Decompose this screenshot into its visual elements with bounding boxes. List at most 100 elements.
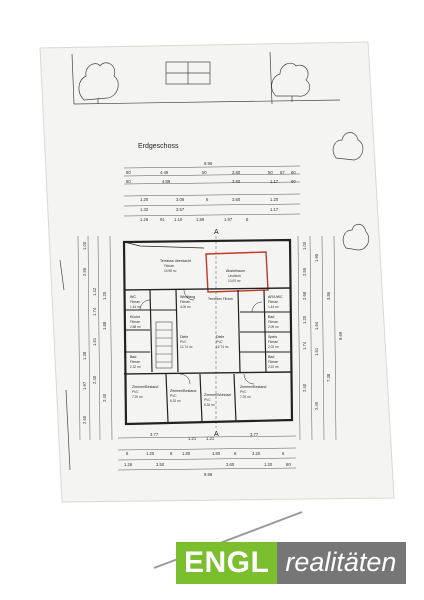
plan-label: 10.00 m² (228, 279, 241, 283)
room-windfang: Windfang Fliesen 4.00 m² (180, 295, 195, 309)
tree-icon (271, 62, 310, 97)
plan-label: 3.80 (232, 179, 241, 184)
plan-label: 2.68 (302, 291, 307, 300)
plan-label: 1.80 (212, 451, 221, 456)
plan-label: 60 (126, 170, 131, 175)
plan-label: 2.02 m² (268, 345, 279, 349)
top-dim-row-3: 1.20 3.06 6 3.60 1.20 (140, 197, 279, 202)
plan-label: 1.80 (182, 451, 191, 456)
plan-label: 1.26 (124, 462, 133, 467)
plan-label: Terrassen Fliesen (208, 297, 233, 301)
tree-icon (332, 132, 364, 161)
plan-label: 1.42 (92, 287, 97, 296)
plan-label: 2.40 (102, 393, 107, 402)
plan-label: 1.20 (102, 291, 107, 300)
top-dimensions (123, 165, 301, 217)
plan-label: 14.98 m² (164, 269, 177, 273)
section-mark-bottom: A (214, 431, 219, 438)
plan-label: 4.89 (162, 179, 171, 184)
section-mark-top: A (214, 229, 219, 236)
plan-label: PVC (180, 340, 187, 344)
plan-label: Speis (268, 335, 277, 339)
plan-label: Fliesen (268, 360, 279, 364)
plan-label: Bad (130, 355, 136, 359)
left-dimensions (77, 235, 113, 441)
plan-label: 1.61 (92, 337, 97, 346)
plan-label: 50 (202, 170, 207, 175)
room-wc: WC Fliesen 1.44 m² (130, 295, 141, 309)
plan-label: PVC (170, 394, 177, 398)
plan-label: 7.20 m² (240, 395, 251, 399)
top-dim-row-4: 1.32 3.57 1.17 (140, 207, 279, 212)
plan-label: 1.17 (270, 207, 279, 212)
plan-label: 1.10 (174, 217, 183, 222)
room-terrace-tiles: Terrassen Fliesen (208, 297, 233, 301)
plan-label: Fliesen (130, 360, 141, 364)
bottom-dim-row-1: 3.77 1.21 1.21 3.77 (150, 432, 259, 441)
room-bedroom-1: Zimmer/Bestand PVC 7.20 m² (132, 385, 158, 399)
plan-label: 3.60 (232, 197, 241, 202)
plan-label: 1.74 (92, 307, 97, 316)
room-bedroom-4: Zimmer/Bestand PVC 7.20 m² (240, 385, 266, 399)
plan-label: 60 (291, 170, 296, 175)
plan-label: 6 (126, 451, 129, 456)
plan-label: 2.32 m² (130, 365, 141, 369)
plan-label: 3.57 (176, 207, 185, 212)
tree-icon (78, 62, 119, 101)
room-labels: Terrasse überdacht Fliesen 14.98 m² Abst… (130, 259, 283, 407)
plan-label: 2.60 (82, 415, 87, 424)
plan-label: Küche (130, 315, 140, 319)
brand-logo: ENGL realitäten (156, 508, 420, 588)
plan-label: 2.40 (302, 383, 307, 392)
plan-label: 1.20 (264, 462, 273, 467)
plan-label: 1.17 (270, 179, 279, 184)
plan-label: 6.30 m² (204, 403, 215, 407)
room-bedroom-2: Zimmer/Bestand PVC 6.32 m² (170, 389, 196, 403)
plan-label: 2.40 (314, 401, 319, 410)
plan-label: 4.00 m² (180, 305, 191, 309)
plan-label: 7.38 (326, 373, 331, 382)
plan-label: 12.74 m² (180, 345, 193, 349)
plan-label: 3.86 (326, 291, 331, 300)
plan-label: 3.80 (232, 170, 241, 175)
top-dim-row-2: 60 4.89 3.80 1.17 60 (126, 179, 296, 184)
plan-label: PVC (204, 398, 211, 402)
bottom-dim-row-2: 6 1.20 6 1.80 1.80 6 3.20 6 (126, 451, 285, 456)
plan-label: Fliesen (130, 300, 141, 304)
plan-label: 6 (234, 451, 237, 456)
plan-label: 1.44 m² (130, 305, 141, 309)
plan-label: 1.44 m² (268, 305, 279, 309)
plan-label: 9.69 (338, 331, 343, 340)
plan-label: 2.40 (92, 375, 97, 384)
plan-label: Diele (180, 335, 188, 339)
plan-label: 6.32 m² (170, 399, 181, 403)
plan-label: WC (130, 295, 136, 299)
plan-label: Fliesen (268, 300, 279, 304)
plan-label: 60 (286, 462, 291, 467)
plan-label: 1.20 (146, 451, 155, 456)
plan-label: 1.20 (302, 315, 307, 324)
plan-label: 1.32 (140, 207, 149, 212)
plan-label: 60 (291, 179, 296, 184)
plan-label: 2.55 (302, 267, 307, 276)
room-bath-right-top: Bad Fliesen 2.09 m² (268, 315, 279, 329)
plan-label: 1.20 (270, 197, 279, 202)
plan-label: Fliesen (130, 320, 141, 324)
plan-label: 60 (126, 179, 131, 184)
plan-label: 1.21 (206, 436, 215, 441)
plan-label: AR/UWC (268, 295, 283, 299)
plan-label: 12.74 m² (216, 345, 229, 349)
plan-label: Fliesen (268, 340, 279, 344)
plan-label: 1.88 (102, 321, 107, 330)
plan-label: Fliesen (180, 300, 191, 304)
plan-label: 1.95 (314, 253, 319, 262)
plan-label: 2.88 m² (130, 325, 141, 329)
plan-label: 2.22 m² (268, 365, 279, 369)
plan-label: 4.49 (160, 170, 169, 175)
plan-label: PVC (216, 340, 223, 344)
plan-label: PVC (132, 390, 139, 394)
floor-title: Erdgeschoss (138, 143, 179, 150)
logo-brand-text: ENGL (176, 542, 278, 584)
top-total-dim: 9.96 (204, 161, 213, 166)
bottom-dim-row-3: 1.26 3.50 3.60 1.20 60 (124, 462, 291, 467)
